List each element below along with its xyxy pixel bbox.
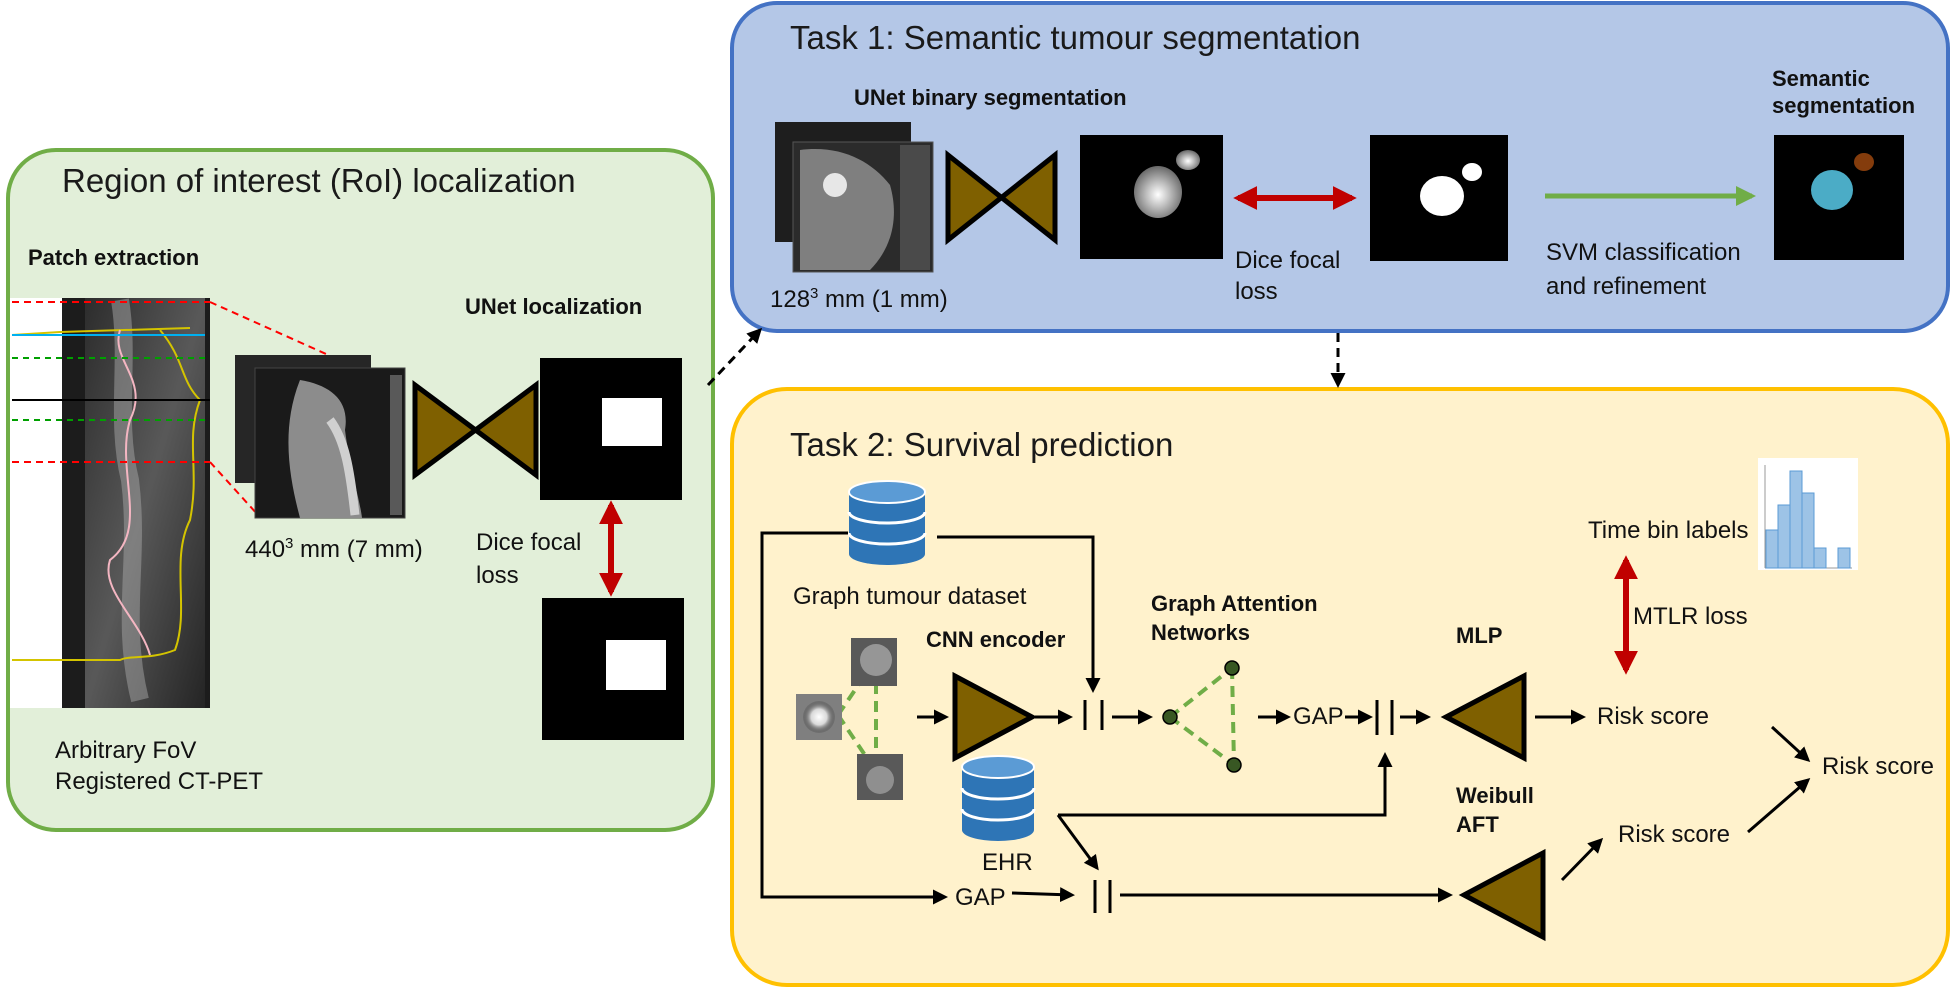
unet-localization-network: [412, 380, 539, 480]
roi-patch-size-base: 440: [245, 536, 286, 563]
task1-patch-size: 1283 mm (1 mm): [770, 285, 948, 315]
roi-patch-size-exp: 3: [285, 535, 294, 552]
patch-extraction-label: Patch extraction: [28, 245, 200, 270]
unet-binary-label: UNet binary segmentation: [854, 85, 1127, 110]
task1-dice-focal-loss: Dice focal loss: [1235, 247, 1341, 306]
semantic-segmentation-label: Semantic segmentation: [1772, 66, 1916, 118]
dataset-to-concat1-arrow: [937, 535, 1101, 693]
roi-to-task1-arrow: [706, 327, 763, 387]
mtlr-loss-label: MTLR loss: [1633, 603, 1748, 630]
unet-binary-network: [945, 149, 1058, 246]
roi-patch-size-suffix: mm (7 mm): [293, 536, 423, 563]
gap2-label: GAP: [955, 884, 1006, 911]
unet-localization-label: UNet localization: [465, 294, 643, 319]
roi-fov-caption: Arbitrary FoV Registered CT-PET: [55, 737, 264, 796]
weibull-to-risk-arrow: [1560, 837, 1604, 882]
binary-blob-main: [1420, 176, 1464, 216]
roi-dice-focal-loss: Dice focal loss: [476, 529, 582, 590]
task1-panel: [730, 1, 1950, 333]
weibull-label: Weibull AFT: [1456, 783, 1534, 837]
pet-blob-main: [1134, 166, 1182, 218]
task2-title: Task 2: Survival prediction: [790, 426, 1174, 463]
task1-ct-pet-patch: [775, 122, 934, 273]
ehr-to-concat3-arrow: [1056, 814, 1099, 871]
task1-patch-size-exp: 3: [810, 285, 819, 302]
localization-output-box: [602, 398, 662, 446]
roi-patch-size: 4403 mm (7 mm): [245, 535, 423, 565]
risk-mlp-to-final-arrow: [1770, 725, 1811, 763]
task1-patch-size-base: 128: [770, 286, 811, 313]
graph-attention-graph: [1162, 660, 1242, 773]
graph-dataset-label: Graph tumour dataset: [793, 583, 1027, 610]
ehr-to-concat2-arrow: [1058, 752, 1393, 817]
extracted-ct-patches: [235, 355, 406, 519]
ehr-label: EHR: [982, 849, 1033, 876]
cnn-encoder-network: [952, 671, 1038, 763]
dataset-to-gap2-arrow: [760, 531, 948, 905]
tumour-patch-graph: [796, 638, 903, 800]
task1-title: Task 1: Semantic tumour segmentation: [790, 19, 1361, 56]
ehr-database-icon: [960, 755, 1036, 841]
risk-weibull-to-final-arrow: [1747, 778, 1811, 834]
binary-blob-small: [1462, 163, 1482, 181]
risk-score-mlp: Risk score: [1597, 703, 1710, 730]
risk-score-weibull: Risk score: [1618, 821, 1731, 848]
svm-label: SVM classification and refinement: [1546, 239, 1741, 300]
risk-score-final: Risk score: [1822, 753, 1935, 780]
semantic-blob-primary: [1811, 170, 1853, 210]
pet-blob-small: [1176, 150, 1200, 170]
cnn-encoder-label: CNN encoder: [926, 627, 1066, 652]
gap1-label: GAP: [1293, 703, 1344, 730]
graph-tumour-dataset-icon: [847, 480, 927, 565]
roi-title: Region of interest (RoI) localization: [62, 162, 576, 199]
ct-pet-scan-strip: [10, 298, 210, 708]
gat-label: Graph Attention Networks: [1151, 591, 1318, 645]
gap2-to-concat3-arrow: [1011, 887, 1075, 903]
localization-gt-box: [606, 640, 666, 690]
patch-link-top: [209, 301, 336, 359]
time-bin-histogram: [1758, 458, 1858, 570]
time-bin-labels: Time bin labels: [1588, 517, 1749, 544]
mlp-label: MLP: [1456, 623, 1503, 648]
task1-patch-size-suffix: mm (1 mm): [818, 286, 948, 313]
semantic-blob-node: [1854, 153, 1874, 171]
mlp-network: [1440, 671, 1527, 763]
weibull-aft-network: [1458, 848, 1546, 942]
